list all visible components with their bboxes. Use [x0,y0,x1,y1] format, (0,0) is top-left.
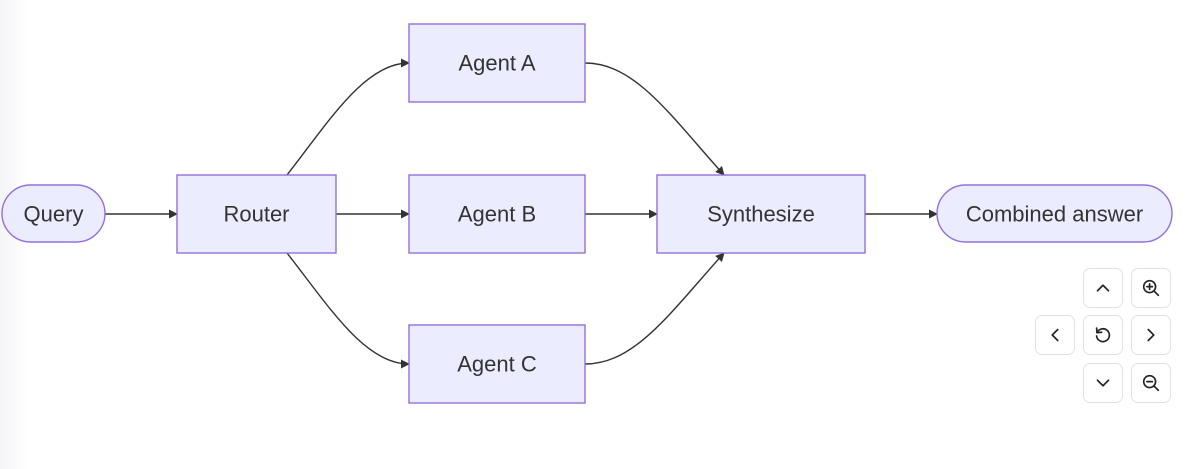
node-agent-c[interactable]: Agent C [408,324,586,404]
node-agent-b-label: Agent B [458,202,536,227]
node-combined-answer[interactable]: Combined answer [936,184,1173,243]
pan-left-button[interactable] [1035,315,1075,355]
zoom-in-button[interactable] [1131,268,1171,308]
zoom-in-icon [1142,279,1160,297]
zoom-out-icon [1142,374,1160,392]
node-synthesize-label: Synthesize [707,202,815,227]
reset-view-button[interactable] [1083,315,1123,355]
node-synthesize[interactable]: Synthesize [656,174,866,254]
node-agent-c-label: Agent C [457,352,537,377]
pan-down-button[interactable] [1083,363,1123,403]
edge-router-agent-c [286,252,410,369]
pan-up-button[interactable] [1083,268,1123,308]
node-agent-b[interactable]: Agent B [408,174,586,254]
node-agent-a-label: Agent A [458,51,535,76]
zoom-out-button[interactable] [1131,363,1171,403]
node-router-label: Router [223,202,289,227]
pan-right-button[interactable] [1131,315,1171,355]
node-combined-answer-label: Combined answer [966,202,1143,227]
edge-agent-c-synthesize [584,252,725,365]
edge-router-agent-a [286,58,410,176]
chevron-up-icon [1096,284,1110,292]
node-query[interactable]: Query [1,184,106,243]
chevron-left-icon [1051,328,1059,342]
chevron-right-icon [1147,328,1155,342]
node-router[interactable]: Router [176,174,337,254]
node-agent-a[interactable]: Agent A [408,23,586,103]
node-query-label: Query [24,202,84,227]
edge-agent-a-synthesize [584,62,725,176]
chevron-down-icon [1096,379,1110,387]
reset-icon [1095,327,1111,343]
